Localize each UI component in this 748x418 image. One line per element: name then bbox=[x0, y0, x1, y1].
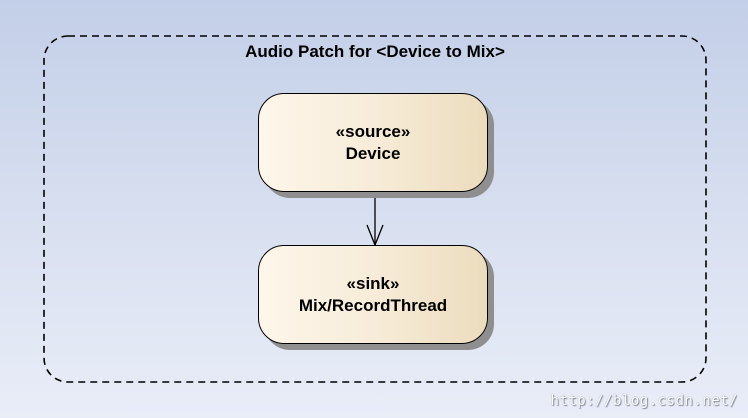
watermark: http://blog.csdn.net/ bbox=[550, 393, 738, 409]
sink-node[interactable]: «sink» Mix/RecordThread bbox=[258, 245, 488, 344]
flow-arrow bbox=[366, 192, 384, 247]
source-node[interactable]: «source» Device bbox=[258, 93, 488, 192]
frame-title: Audio Patch for <Device to Mix> bbox=[245, 42, 505, 61]
source-name: Device bbox=[345, 143, 401, 163]
source-stereotype: «source» bbox=[335, 121, 411, 141]
dashed-frame-border bbox=[43, 35, 707, 383]
sink-stereotype: «sink» bbox=[346, 273, 400, 293]
sink-name: Mix/RecordThread bbox=[298, 295, 448, 315]
